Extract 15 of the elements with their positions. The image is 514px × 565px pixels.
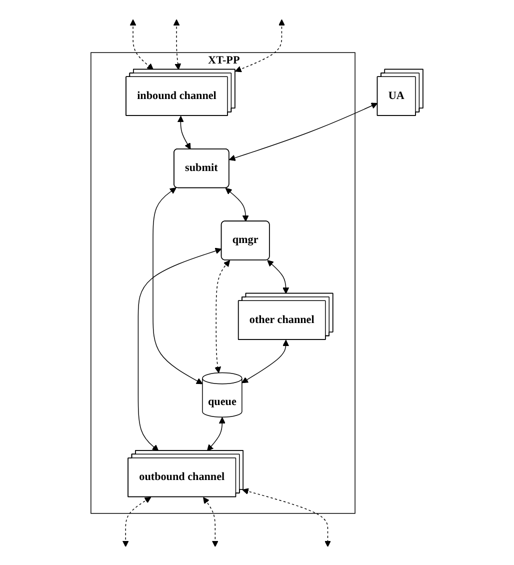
arrow [203,496,218,546]
arrow [214,260,230,373]
arrow [207,416,226,451]
arrow [242,488,332,546]
arrow [229,102,378,160]
arrow [173,18,182,70]
arrow [122,496,152,546]
arrow [177,115,191,149]
arrow [138,247,222,451]
arrow [235,18,286,72]
arrow [130,18,154,70]
arrow [267,259,290,294]
arrow [242,339,290,383]
arrow [225,187,249,222]
arrow [152,187,203,384]
